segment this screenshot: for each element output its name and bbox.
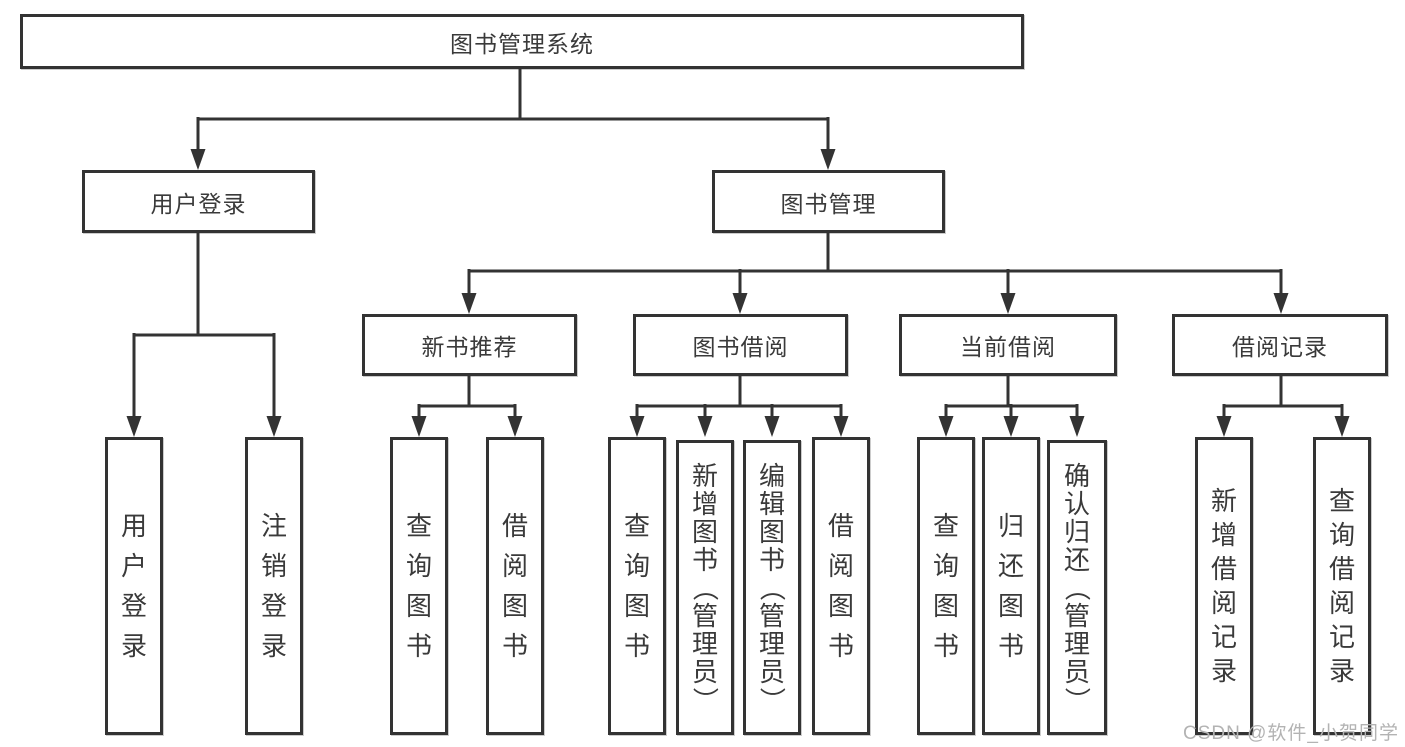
node-leaf-user-login-label: 用户登录	[120, 511, 147, 661]
node-root: 图书管理系统	[20, 14, 1024, 69]
node-book-borrow: 图书借阅	[633, 314, 848, 376]
node-leaf-confirm-return-admin: 确认归还（管理员）	[1047, 440, 1107, 735]
node-leaf-add-book-admin: 新增图书（管理员）	[676, 440, 734, 735]
node-leaf-logout: 注销登录	[245, 437, 303, 735]
node-leaf-query-borrow-record-label: 查询借阅记录	[1328, 486, 1355, 686]
node-leaf-query-book-2: 查询图书	[608, 437, 666, 735]
watermark: CSDN @软件_小贺同学	[1183, 723, 1399, 744]
connector-book-management-to-level3	[467, 233, 1283, 297]
node-borrow-records-label: 借阅记录	[1232, 334, 1328, 360]
node-leaf-return-book-label: 归还图书	[997, 511, 1024, 661]
node-leaf-query-book-3: 查询图书	[917, 437, 975, 735]
connector-user-login-to-leaves	[132, 233, 276, 420]
node-leaf-edit-book-admin: 编辑图书（管理员）	[743, 440, 801, 735]
node-leaf-add-book-admin-label: 新增图书（管理员）	[689, 460, 720, 713]
node-leaf-borrow-book-1-label: 借阅图书	[501, 511, 528, 661]
node-book-management-label: 图书管理	[780, 190, 877, 217]
connector-new-book-recommend-to-leaves	[417, 376, 517, 420]
node-leaf-borrow-book-2-label: 借阅图书	[827, 511, 854, 661]
node-borrow-records: 借阅记录	[1172, 314, 1388, 376]
connector-current-borrow-to-leaves	[944, 376, 1079, 420]
node-leaf-borrow-book-1: 借阅图书	[486, 437, 544, 735]
node-new-book-recommend-label: 新书推荐	[421, 334, 518, 360]
node-leaf-user-login: 用户登录	[105, 437, 163, 735]
node-user-login-label: 用户登录	[150, 190, 247, 217]
node-leaf-borrow-book-2: 借阅图书	[812, 437, 870, 735]
node-leaf-query-book-3-label: 查询图书	[932, 511, 959, 661]
node-leaf-add-borrow-record-label: 新增借阅记录	[1210, 486, 1237, 686]
node-leaf-logout-label: 注销登录	[260, 511, 287, 661]
node-leaf-query-book-2-label: 查询图书	[623, 511, 650, 661]
node-leaf-return-book: 归还图书	[982, 437, 1040, 735]
node-leaf-add-borrow-record: 新增借阅记录	[1195, 437, 1253, 735]
node-current-borrow-label: 当前借阅	[960, 334, 1056, 360]
node-root-label: 图书管理系统	[450, 30, 594, 57]
node-current-borrow: 当前借阅	[899, 314, 1117, 376]
node-leaf-query-borrow-record: 查询借阅记录	[1313, 437, 1371, 735]
node-leaf-confirm-return-admin-label: 确认归还（管理员）	[1061, 460, 1092, 713]
node-leaf-query-book-1-label: 查询图书	[405, 511, 432, 661]
node-book-borrow-label: 图书借阅	[692, 334, 789, 360]
node-book-management: 图书管理	[712, 170, 945, 233]
connector-book-borrow-to-leaves	[635, 376, 843, 420]
connector-borrow-records-to-leaves	[1222, 376, 1344, 420]
node-new-book-recommend: 新书推荐	[362, 314, 577, 376]
node-leaf-query-book-1: 查询图书	[390, 437, 448, 735]
node-leaf-edit-book-admin-label: 编辑图书（管理员）	[756, 460, 787, 713]
connector-root-to-level2	[196, 69, 830, 153]
node-user-login: 用户登录	[82, 170, 315, 233]
